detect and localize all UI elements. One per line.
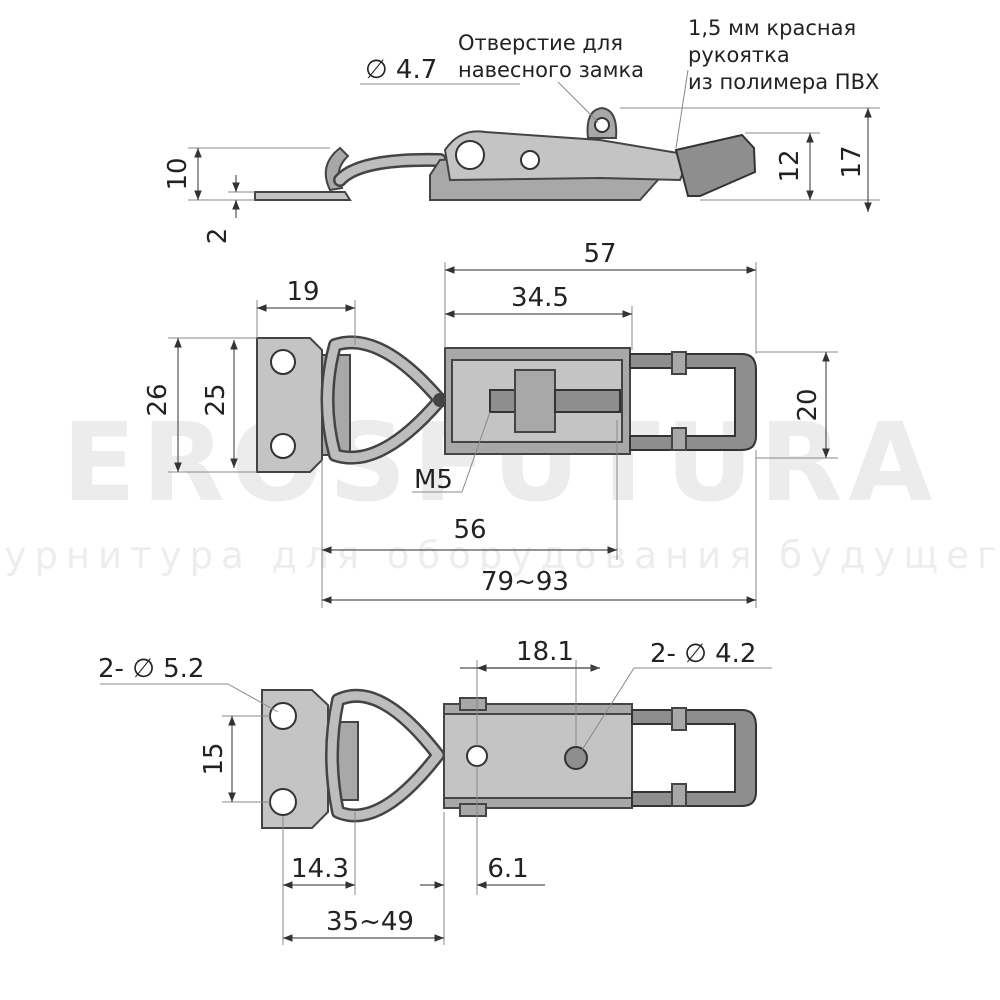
pivot-hole-side: [455, 140, 485, 170]
handle-bottom: [631, 709, 757, 807]
dim-19: 19: [286, 277, 319, 307]
padlock-leader: [557, 81, 599, 123]
bottom-view: 2- ∅ 5.2 18.1 2- ∅ 4.2 15 14.3 6.1 35~49: [98, 637, 772, 945]
strike-hole-bottom-1: [269, 702, 297, 730]
dim-20: 20: [793, 388, 823, 421]
side-view: ∅ 4.7 Отверстие для навесного замка 1,5 …: [163, 16, 880, 244]
dim-15: 15: [199, 742, 229, 775]
dim-12: 12: [775, 149, 805, 182]
thread-leader: [461, 411, 491, 493]
watermark-tagline: фурнитура для оборудования будущего: [0, 534, 1000, 577]
padlock-note-line1: Отверстие для: [458, 31, 623, 55]
dim-18-1: 18.1: [516, 637, 574, 667]
dim-17: 17: [837, 145, 867, 178]
body-holes-leader: [581, 667, 635, 751]
dim-56: 56: [453, 515, 486, 545]
handle-note-line2: рукоятка: [688, 43, 790, 67]
strike-hole-top-2: [270, 433, 296, 459]
strike-hole-top-1: [270, 349, 296, 375]
strike-hole-bottom-2: [269, 788, 297, 816]
padlock-hole: [594, 117, 610, 133]
dim-25: 25: [201, 383, 231, 416]
rivet-side: [520, 150, 540, 170]
dim-79-93: 79~93: [481, 567, 569, 597]
adjust-nut: [514, 369, 556, 433]
dim-35-49: 35~49: [326, 907, 414, 937]
strike-plate-side: [254, 191, 352, 201]
lever-side: [443, 130, 692, 182]
handle-note-line1: 1,5 мм красная: [688, 16, 856, 40]
dim-26: 26: [143, 383, 173, 416]
dim-34-5: 34.5: [511, 283, 569, 313]
body-hole-1: [466, 745, 488, 767]
handle-note-line3: из полимера ПВХ: [688, 70, 879, 94]
dim-2: 2: [203, 228, 233, 245]
handle-top: [629, 353, 757, 451]
base-holes-leader: [227, 683, 279, 713]
base-holes-label: 2- ∅ 5.2: [98, 654, 204, 684]
dim-14-3: 14.3: [291, 854, 349, 884]
dim-6-1: 6.1: [487, 854, 528, 884]
dim-10: 10: [163, 157, 193, 190]
thread-label: M5: [414, 465, 453, 495]
body-hole-2: [564, 746, 588, 770]
padlock-hole-dia: ∅ 4.7: [365, 55, 437, 85]
top-view: 57 34.5 19 26 25 20 M5 56 79~93: [143, 239, 838, 608]
body-holes-label: 2- ∅ 4.2: [650, 639, 756, 669]
handle-leader: [675, 69, 689, 149]
padlock-note-line2: навесного замка: [458, 58, 644, 82]
dim-57: 57: [583, 239, 616, 269]
thread-right: [554, 389, 621, 413]
handle-side: [674, 133, 757, 197]
